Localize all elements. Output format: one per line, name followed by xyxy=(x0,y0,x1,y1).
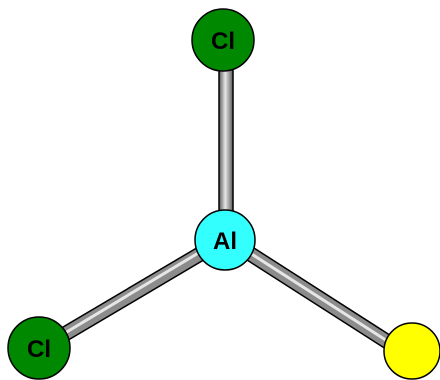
atom-sphere xyxy=(191,8,255,72)
bonds-group xyxy=(34,39,412,362)
atom-sphere xyxy=(194,209,256,271)
atom-label: Al xyxy=(213,228,237,255)
atom-cl-top: Cl xyxy=(191,8,255,72)
atom-al: Al xyxy=(194,209,256,271)
atom-label: Cl xyxy=(27,336,51,363)
atom-s xyxy=(383,322,440,380)
atom-label: Cl xyxy=(211,28,235,55)
atom-sphere xyxy=(383,322,440,380)
atom-cl-left: Cl xyxy=(7,316,71,380)
atom-sphere xyxy=(7,316,71,380)
